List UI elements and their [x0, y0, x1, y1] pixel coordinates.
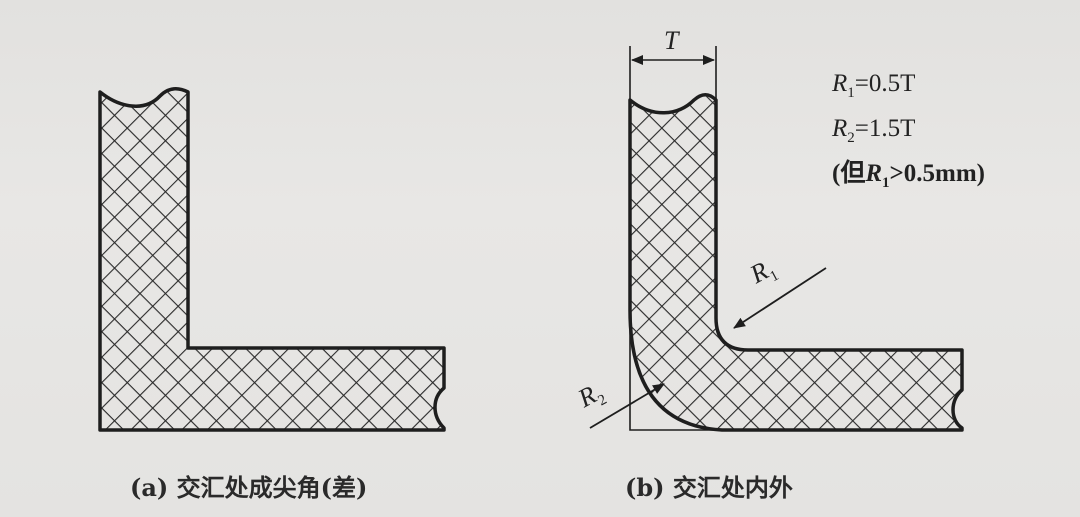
- note-condition: (但R1>0.5mm): [832, 156, 985, 201]
- figure-a-body: [98, 87, 446, 432]
- caption-a: (a) 交汇处成尖角(差): [130, 473, 368, 502]
- radius-notes: R1=0.5T R2=1.5T (但R1>0.5mm): [832, 66, 985, 201]
- r1-leader-line: [733, 267, 827, 329]
- note-r1: R1=0.5T: [832, 66, 985, 111]
- r2-leader-line: [589, 383, 665, 429]
- note-condition-value: >0.5mm): [889, 160, 985, 187]
- figure-b-outer-reference-line: [629, 310, 722, 431]
- note-r2-sub: 2: [847, 130, 855, 146]
- figure-b-body: [628, 93, 964, 432]
- note-r2-var: R: [832, 115, 848, 142]
- note-r1-sub: 1: [847, 85, 855, 101]
- note-condition-prefix: (但: [832, 160, 866, 187]
- figure-a-sharp-corner: [98, 87, 446, 432]
- note-r2: R2=1.5T: [832, 111, 985, 156]
- thickness-label: T: [664, 26, 678, 56]
- note-condition-var: R: [865, 160, 883, 187]
- note-r2-value: =1.5T: [854, 115, 916, 142]
- caption-b: (b) 交汇处内外: [625, 473, 793, 502]
- note-r1-value: =0.5T: [854, 70, 916, 97]
- figure-b-radiused-corner: [589, 46, 964, 432]
- thickness-text: T: [664, 26, 679, 55]
- note-condition-sub: 1: [882, 175, 890, 191]
- note-r1-var: R: [832, 70, 848, 97]
